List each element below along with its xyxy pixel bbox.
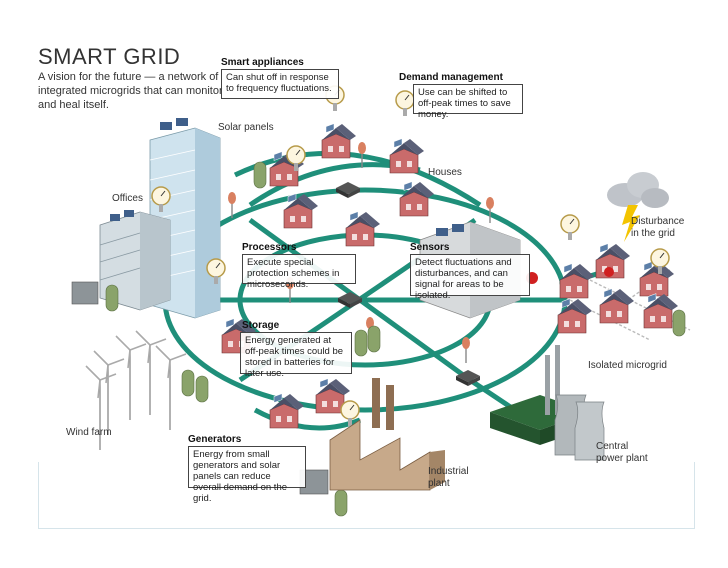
disturbance-cloud (607, 172, 669, 242)
label-offices: Offices (112, 193, 143, 204)
central-power-plant (490, 345, 605, 461)
callout-sensors-text: Detect fluctuations and disturbances, an… (410, 254, 530, 301)
bottom-frame (38, 462, 695, 529)
callout-processors-text: Execute special protection schemes in mi… (242, 254, 356, 290)
label-solar-panels: Solar panels (218, 122, 274, 133)
diagram-subtitle: A vision for the future — a network of i… (38, 71, 223, 111)
label-houses: Houses (428, 167, 462, 178)
callout-storage-heading: Storage (242, 320, 280, 331)
callout-storage-text: Energy generated at off-peak times could… (240, 332, 352, 379)
disturbance-alert-dot (604, 267, 614, 277)
offices-building (71, 210, 171, 311)
callout-demand-management-heading: Demand management (399, 72, 503, 83)
callout-generators-heading: Generators (188, 434, 242, 445)
callout-processors-heading: Processors (242, 242, 297, 253)
label-isolated-microgrid: Isolated microgrid (588, 360, 667, 371)
label-disturbance: Disturbance in the grid (631, 216, 685, 239)
label-wind-farm: Wind farm (66, 427, 112, 438)
diagram-title: SMART GRID (38, 44, 181, 69)
label-central-power-plant: Central power plant (596, 441, 648, 464)
label-industrial-plant: Industrial plant (428, 466, 469, 489)
callout-demand-management-text: Use can be shifted to off-peak times to … (413, 84, 523, 120)
callout-smart-appliances-heading: Smart appliances (221, 57, 304, 68)
callout-generators-text: Energy from small generators and solar p… (188, 446, 306, 504)
callout-sensors-heading: Sensors (410, 242, 450, 253)
callout-smart-appliances-text: Can shut off in response to frequency fl… (221, 69, 339, 99)
